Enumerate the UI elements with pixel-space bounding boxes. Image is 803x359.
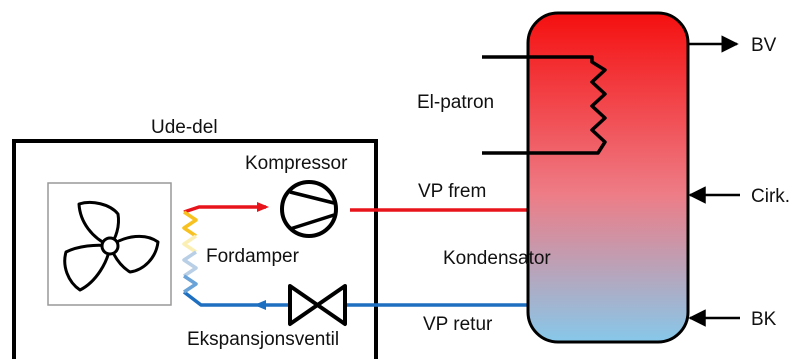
evaporator-label: Fordamper <box>206 246 300 267</box>
condenser-label: Kondensator <box>443 248 551 269</box>
evaporator-coil <box>182 210 198 294</box>
heating-element-label: El-patron <box>417 92 494 113</box>
cold-line-arrow <box>254 300 266 310</box>
supply-line-label: VP frem <box>418 181 486 202</box>
return-line-label: VP retur <box>423 314 493 335</box>
compressor-icon <box>280 180 338 238</box>
storage-tank <box>526 11 690 344</box>
expansion-valve-icon <box>288 284 347 326</box>
circulation-label: Cirk. <box>751 186 790 207</box>
expansion-valve-label: Ekspansjonsventil <box>187 329 339 350</box>
tank-connections <box>688 35 740 327</box>
outdoor-unit-label: Ude-del <box>151 117 218 138</box>
outdoor-unit-box <box>12 139 378 359</box>
fan-icon <box>47 182 172 306</box>
heating-element-icon <box>482 55 607 155</box>
hot-line-arrow-1 <box>257 202 269 212</box>
cold-water-label: BK <box>751 309 777 330</box>
compressor-label: Kompressor <box>245 153 348 174</box>
hot-water-label: BV <box>751 35 777 56</box>
